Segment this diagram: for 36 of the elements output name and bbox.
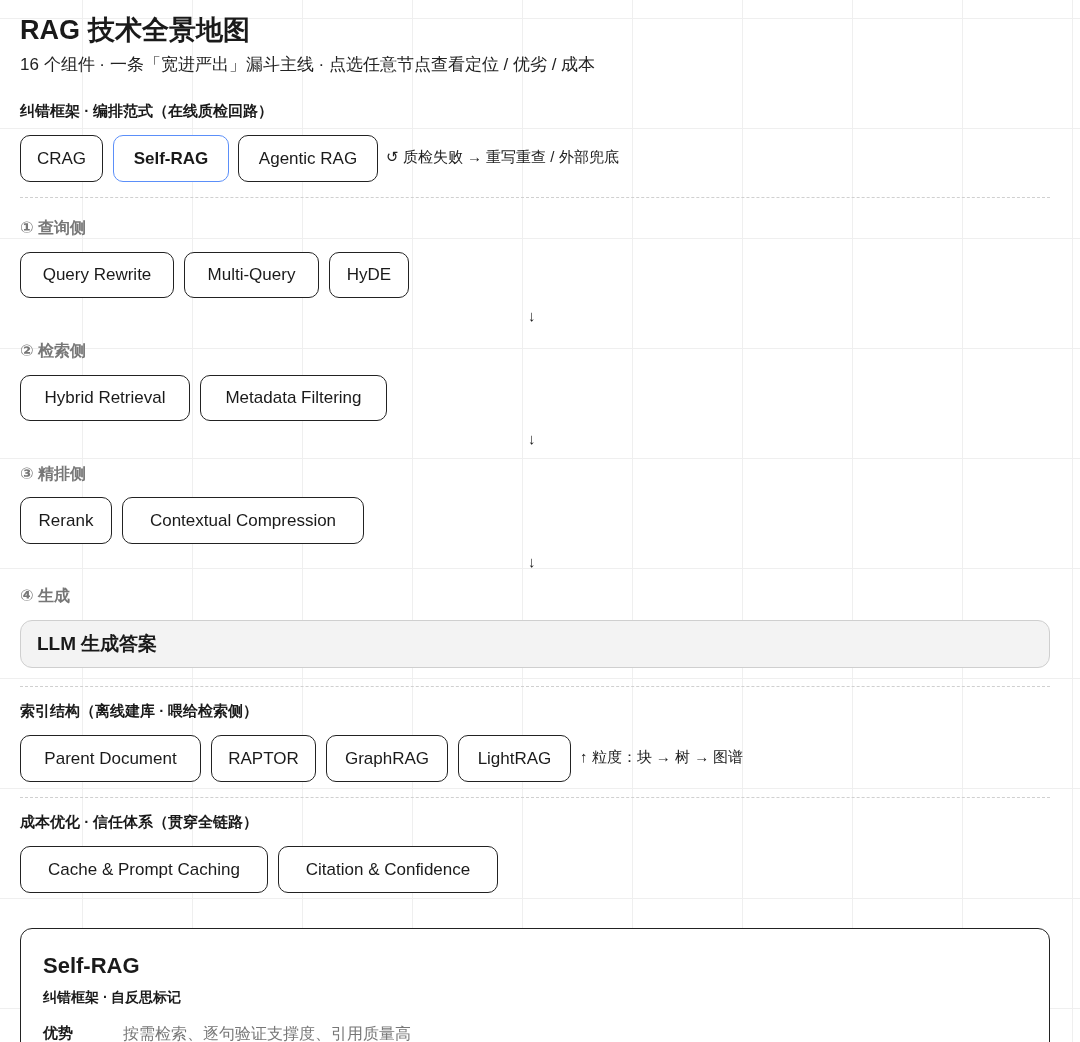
technique-chip: Self-RAG xyxy=(113,135,229,182)
stage-heading: ④ 生成 xyxy=(20,586,70,606)
field-value: 按需检索、逐句验证支撑度、引用质量高 xyxy=(123,1024,411,1042)
stage-heading: ③ 精排侧 xyxy=(20,464,86,484)
detail-card xyxy=(20,928,1050,1042)
card-title: Self-RAG xyxy=(43,953,140,979)
section-heading: 纠错框架 · 编排范式（在线质检回路） xyxy=(20,102,274,121)
technique-chip: Agentic RAG xyxy=(238,135,378,182)
stage-heading: ② 检索侧 xyxy=(20,341,86,361)
flow-arrow-glyph: ↓ xyxy=(528,430,536,447)
technique-chip: Cache & Prompt Caching xyxy=(20,846,268,893)
card-subtitle: 纠错框架 · 自反思标记 xyxy=(43,989,182,1007)
field-label: 优势 xyxy=(43,1024,73,1042)
technique-chip: Rerank xyxy=(20,497,112,544)
flow-arrow-glyph: ↓ xyxy=(528,307,536,324)
stage-heading: ① 查询侧 xyxy=(20,218,86,238)
flow-arrow-glyph: ↓ xyxy=(528,553,536,570)
granularity-note: ↑ 粒度：块 → 树 → 图谱 xyxy=(580,748,744,767)
technique-chip: HyDE xyxy=(329,252,409,298)
section-heading: 成本优化 · 信任体系（贯穿全链路） xyxy=(20,813,259,832)
technique-chip: Query Rewrite xyxy=(20,252,174,298)
technique-chip: Hybrid Retrieval xyxy=(20,375,190,421)
loop-note: ↺ 质检失败 → 重写重查 / 外部兜底 xyxy=(386,148,619,167)
technique-chip: LightRAG xyxy=(458,735,571,782)
technique-chip: GraphRAG xyxy=(326,735,448,782)
technique-chip: Parent Document xyxy=(20,735,201,782)
technique-chip: Multi-Query xyxy=(184,252,319,298)
technique-chip: Contextual Compression xyxy=(122,497,364,544)
technique-chip: RAPTOR xyxy=(211,735,316,782)
technique-chip: Metadata Filtering xyxy=(200,375,387,421)
page-title: RAG 技术全景地图 xyxy=(20,14,250,47)
generation-band: LLM 生成答案 xyxy=(20,620,1050,668)
subtitle: 16 个组件 · 一条「宽进严出」漏斗主线 · 点选任意节点查看定位 / 优劣 / 成本 xyxy=(20,54,596,76)
technique-chip: CRAG xyxy=(20,135,103,182)
section-heading: 索引结构（离线建库 · 喂给检索侧） xyxy=(20,702,259,721)
technique-chip: Citation & Confidence xyxy=(278,846,498,893)
